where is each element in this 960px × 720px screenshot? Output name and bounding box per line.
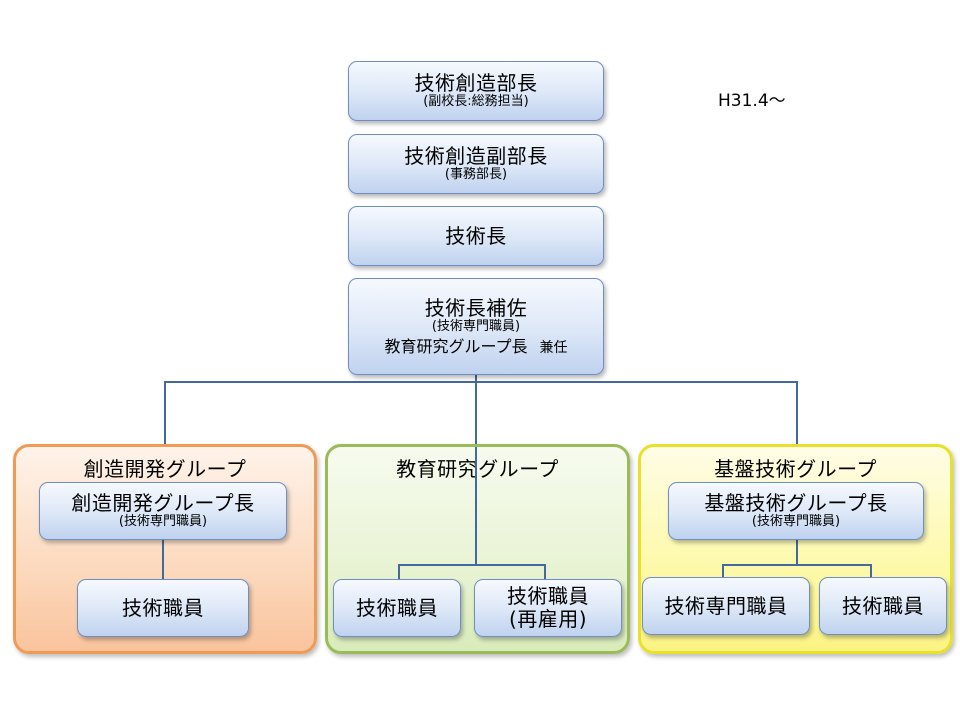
node-fukubucho: 技術創造副部長 (事務部長) xyxy=(348,134,604,194)
node-sozo-member: 技術職員 xyxy=(77,579,249,637)
node-fukubucho-sub: (事務部長) xyxy=(444,167,508,183)
connector-kiban-left-drop xyxy=(722,564,724,578)
node-kyoiku-member-1: 技術職員 xyxy=(333,579,461,637)
node-kiban-member-1-title: 技術専門職員 xyxy=(664,593,788,618)
node-hosa-sub: (技術専門職員) xyxy=(431,318,521,334)
group-sozo-title: 創造開発グループ xyxy=(83,457,247,481)
node-sozo-leader: 創造開発グループ長 (技術専門職員) xyxy=(39,482,287,540)
node-kiban-leader: 基盤技術グループ長 (技術専門職員) xyxy=(668,482,924,540)
node-bucho-title: 技術創造部長 xyxy=(414,71,538,96)
node-kiban-member-1: 技術専門職員 xyxy=(642,577,810,635)
node-kiban-leader-title: 基盤技術グループ長 xyxy=(704,491,888,516)
node-bucho-sub: (副校長:総務担当) xyxy=(423,94,529,110)
node-sozo-leader-sub: (技術専門職員) xyxy=(118,514,208,530)
group-kyoiku-title: 教育研究グループ xyxy=(396,457,559,481)
connector-kiban-right-drop xyxy=(870,564,872,578)
node-hosa-extra-note: 兼任 xyxy=(539,339,568,356)
connector-kyoiku-right-drop xyxy=(544,564,546,580)
node-hosa-extra: 教育研究グループ長 xyxy=(384,336,528,356)
node-kiban-member-2: 技術職員 xyxy=(819,577,947,635)
node-kyoiku-member-2-title: 技術職員 xyxy=(507,584,589,608)
node-sozo-leader-title: 創造開発グループ長 xyxy=(71,491,255,516)
node-gijutsucho-title: 技術長 xyxy=(445,223,507,248)
connector-left-drop xyxy=(164,381,166,447)
node-kyoiku-member-1-title: 技術職員 xyxy=(356,595,438,620)
connector-trunk xyxy=(475,375,477,447)
period-label: H31.4～ xyxy=(718,91,786,111)
connector-kiban-horizontal xyxy=(722,564,872,566)
node-sozo-member-title: 技術職員 xyxy=(122,595,204,620)
connector-kiban-trunk xyxy=(796,540,798,565)
node-hosa-extra-line: 教育研究グループ長兼任 xyxy=(384,336,568,356)
connector-horizontal xyxy=(164,381,798,383)
connector-kyoiku-horizontal xyxy=(398,564,546,566)
node-kiban-member-2-title: 技術職員 xyxy=(842,593,924,618)
connector-right-drop xyxy=(796,381,798,447)
node-gijutsucho: 技術長 xyxy=(348,206,604,266)
connector-sozo-leader-member xyxy=(162,540,164,580)
node-fukubucho-title: 技術創造副部長 xyxy=(404,144,548,169)
connector-kyoiku-trunk xyxy=(475,447,477,565)
node-kyoiku-member-2: 技術職員 (再雇用) xyxy=(474,579,622,637)
node-hosa-title: 技術長補佐 xyxy=(424,295,528,320)
node-kiban-leader-sub: (技術専門職員) xyxy=(751,514,841,530)
node-bucho: 技術創造部長 (副校長:総務担当) xyxy=(348,61,604,121)
node-kyoiku-member-2-note: (再雇用) xyxy=(508,607,588,631)
group-kiban-title: 基盤技術グループ xyxy=(714,457,877,481)
node-gijutsucho-hosa: 技術長補佐 (技術専門職員) 教育研究グループ長兼任 xyxy=(348,278,604,375)
connector-kyoiku-left-drop xyxy=(398,564,400,580)
